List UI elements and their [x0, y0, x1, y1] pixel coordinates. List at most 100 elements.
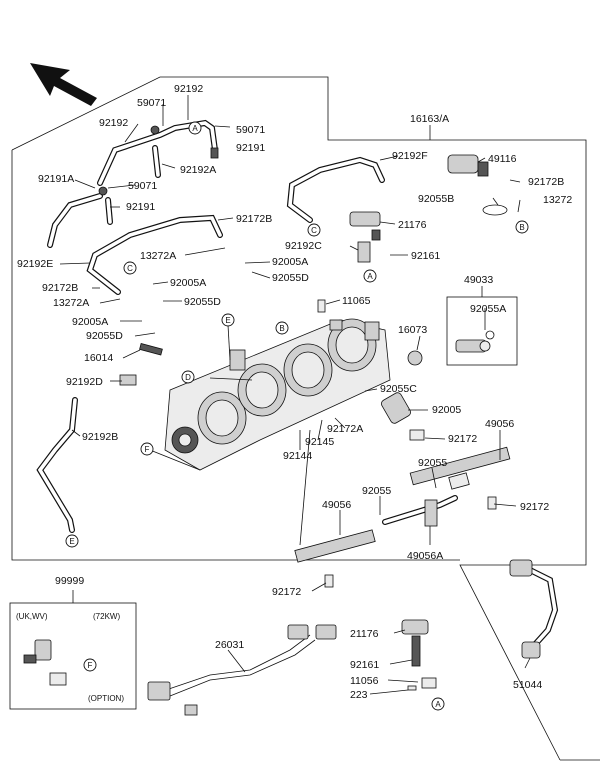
- callout-A-bottom: A: [431, 697, 445, 711]
- label-21176-bottom: 21176: [350, 628, 379, 640]
- harness-26031: [147, 624, 337, 716]
- callout-F-mid: F: [140, 442, 154, 456]
- svg-text:F: F: [145, 445, 150, 454]
- label-16073: 16073: [398, 324, 427, 336]
- label-49056-left: 49056: [322, 499, 351, 511]
- svg-text:D: D: [185, 373, 191, 382]
- hose-92192B: [36, 397, 78, 533]
- label-92055B: 92055B: [418, 193, 454, 205]
- part-49116: [447, 154, 508, 216]
- label-92192A: 92192A: [180, 164, 216, 176]
- label-49033: 49033: [464, 274, 493, 286]
- fuel-rail-49056-right: [409, 446, 511, 490]
- label-92005: 92005: [432, 404, 461, 416]
- label-92191-a: 92191: [236, 142, 265, 154]
- callout-B-right: B: [515, 220, 529, 234]
- svg-text:A: A: [367, 272, 373, 281]
- label-92055-a: 92055: [418, 457, 447, 469]
- label-13272A-a: 13272A: [140, 250, 176, 262]
- callout-C-left: C: [123, 261, 137, 275]
- label-16014: 16014: [84, 352, 113, 364]
- label-92192F: 92192F: [392, 150, 428, 162]
- part-49033: [455, 330, 495, 353]
- callout-E-bottom: E: [65, 534, 79, 548]
- option-note-label: (OPTION): [88, 694, 124, 703]
- label-92172B-left: 92172B: [42, 282, 78, 294]
- part-labels: 92192 59071 92192 59071 92191 92192A 921…: [17, 83, 572, 701]
- fuel-hose-51044: [509, 559, 559, 659]
- label-51044: 51044: [513, 679, 542, 691]
- label-13272A-b: 13272A: [53, 297, 89, 309]
- label-92192C: 92192C: [285, 240, 322, 252]
- label-92172B-mid: 92172B: [236, 213, 272, 225]
- label-26031: 26031: [215, 639, 244, 651]
- svg-text:C: C: [127, 264, 133, 273]
- svg-text:C: C: [311, 226, 317, 235]
- label-11056: 11056: [350, 675, 379, 687]
- svg-text:B: B: [519, 223, 524, 232]
- label-49116: 49116: [488, 153, 517, 165]
- label-92055D-b: 92055D: [184, 296, 221, 308]
- fuel-rail-49056-left: [294, 529, 376, 563]
- label-21176-right: 21176: [398, 219, 427, 231]
- label-92192D: 92192D: [66, 376, 103, 388]
- label-92192-left: 92192: [99, 117, 128, 129]
- callout-A-mid: A: [363, 269, 377, 283]
- label-92191-b: 92191: [126, 201, 155, 213]
- callout-C-top: C: [307, 223, 321, 237]
- label-92172B-right: 92172B: [528, 176, 564, 188]
- label-92055-b: 92055: [362, 485, 391, 497]
- label-13272: 13272: [543, 194, 572, 206]
- label-92161-right: 92161: [411, 250, 440, 262]
- label-92172-a: 92172: [448, 433, 477, 445]
- part-21176-right: [349, 211, 381, 263]
- part-99999: [23, 639, 67, 686]
- label-49056-right: 49056: [485, 418, 514, 430]
- leader-lines: [59, 95, 531, 695]
- label-223: 223: [350, 689, 368, 701]
- front-direction-arrow-icon: [30, 63, 97, 106]
- label-92172A: 92172A: [327, 423, 363, 435]
- callout-A-top: A: [188, 121, 202, 135]
- label-59071-c: 59071: [128, 180, 157, 192]
- label-92005A-b: 92005A: [170, 277, 206, 289]
- callout-E-top: E: [221, 313, 235, 327]
- hose-92192F: [286, 156, 385, 223]
- assembly-frame: [11, 76, 587, 761]
- svg-text:A: A: [435, 700, 441, 709]
- hose-92192E: [86, 214, 223, 295]
- label-92055D-c: 92055D: [86, 330, 123, 342]
- label-92172-c: 92172: [272, 586, 301, 598]
- svg-text:A: A: [192, 124, 198, 133]
- label-92144: 92144: [283, 450, 312, 462]
- part-92005: [381, 392, 425, 441]
- label-92192E: 92192E: [17, 258, 53, 270]
- label-92005A-a: 92005A: [272, 256, 308, 268]
- label-59071-b: 59071: [236, 124, 265, 136]
- label-49056A: 49056A: [407, 550, 443, 562]
- label-92172-b: 92172: [520, 501, 549, 513]
- label-92055D-a: 92055D: [272, 272, 309, 284]
- fuel-pipe-49056A: [382, 495, 458, 527]
- callout-F-option: F: [83, 658, 97, 672]
- option-model-label: (72KW): [93, 612, 120, 621]
- label-92055C: 92055C: [380, 383, 417, 395]
- svg-text:B: B: [279, 324, 284, 333]
- label-92055A: 92055A: [470, 303, 506, 315]
- label-92192B: 92192B: [82, 431, 118, 443]
- label-11065: 11065: [342, 295, 371, 307]
- vacuum-hoses: [47, 119, 219, 248]
- label-16163A: 16163/A: [410, 113, 449, 125]
- label-92005A-c: 92005A: [72, 316, 108, 328]
- label-92191A: 92191A: [38, 173, 74, 185]
- label-92161-bottom: 92161: [350, 659, 379, 671]
- svg-text:F: F: [88, 661, 93, 670]
- callout-B-mid: B: [275, 321, 289, 335]
- label-59071-a: 59071: [137, 97, 166, 109]
- svg-text:E: E: [69, 537, 74, 546]
- label-92145: 92145: [305, 436, 334, 448]
- label-92192-top: 92192: [174, 83, 203, 95]
- svg-text:E: E: [225, 316, 230, 325]
- part-21176-bottom: [401, 619, 437, 691]
